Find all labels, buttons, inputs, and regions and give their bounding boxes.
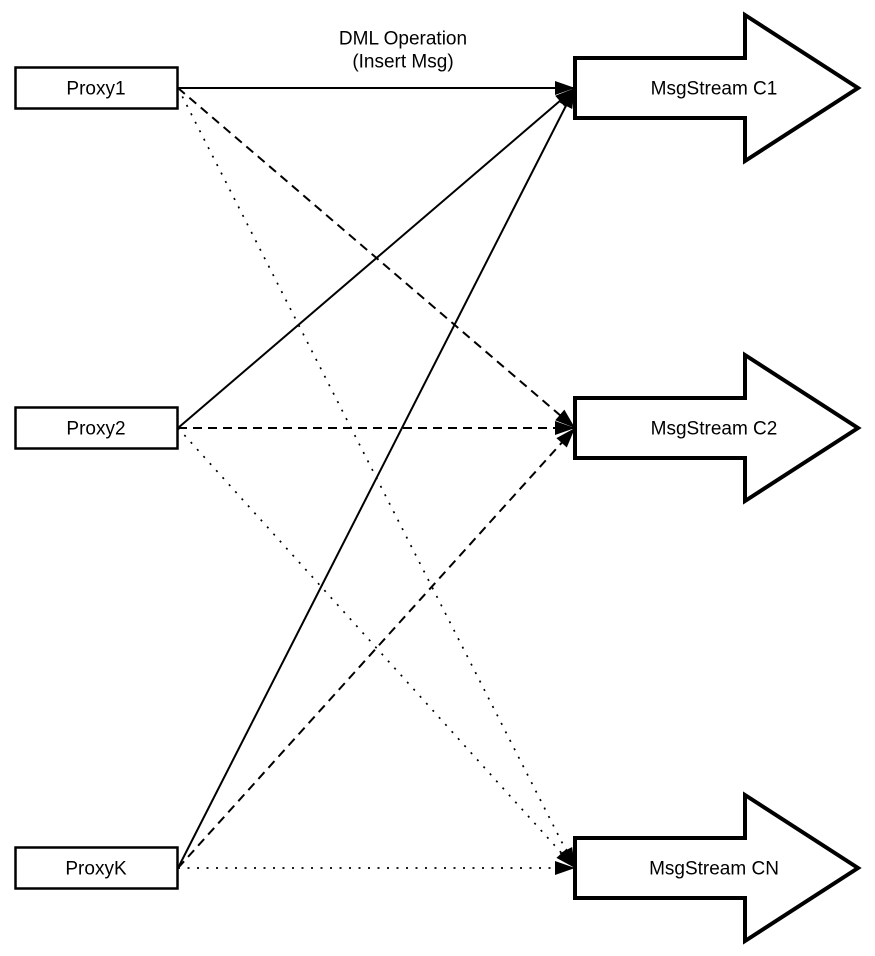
proxy2-box: [14, 406, 179, 450]
annotation-line1: DML Operation: [339, 29, 467, 50]
proxy2-label: Proxy2: [66, 419, 125, 440]
msgstream-cn-label: MsgStream CN: [649, 859, 779, 880]
msgstream-c2-label: MsgStream C2: [651, 419, 778, 440]
annotation-line2: (Insert Msg): [352, 52, 453, 73]
msgstream-cn-shape: [573, 791, 862, 945]
edge-proxy2-cn: [177, 427, 576, 869]
edge-proxyk-c2: [177, 427, 576, 869]
proxy1-box: [14, 66, 179, 110]
msgstream-c1-shape: [573, 11, 862, 165]
proxy1-label: Proxy1: [66, 79, 125, 100]
proxyk-label: ProxyK: [65, 859, 127, 880]
edge-proxy1-cn: [177, 87, 576, 869]
msgstream-c1-label: MsgStream C1: [651, 79, 778, 100]
edge-proxy1-c2: [177, 87, 576, 429]
msgstream-c2-shape: [573, 351, 862, 505]
proxyk-box: [14, 846, 179, 890]
